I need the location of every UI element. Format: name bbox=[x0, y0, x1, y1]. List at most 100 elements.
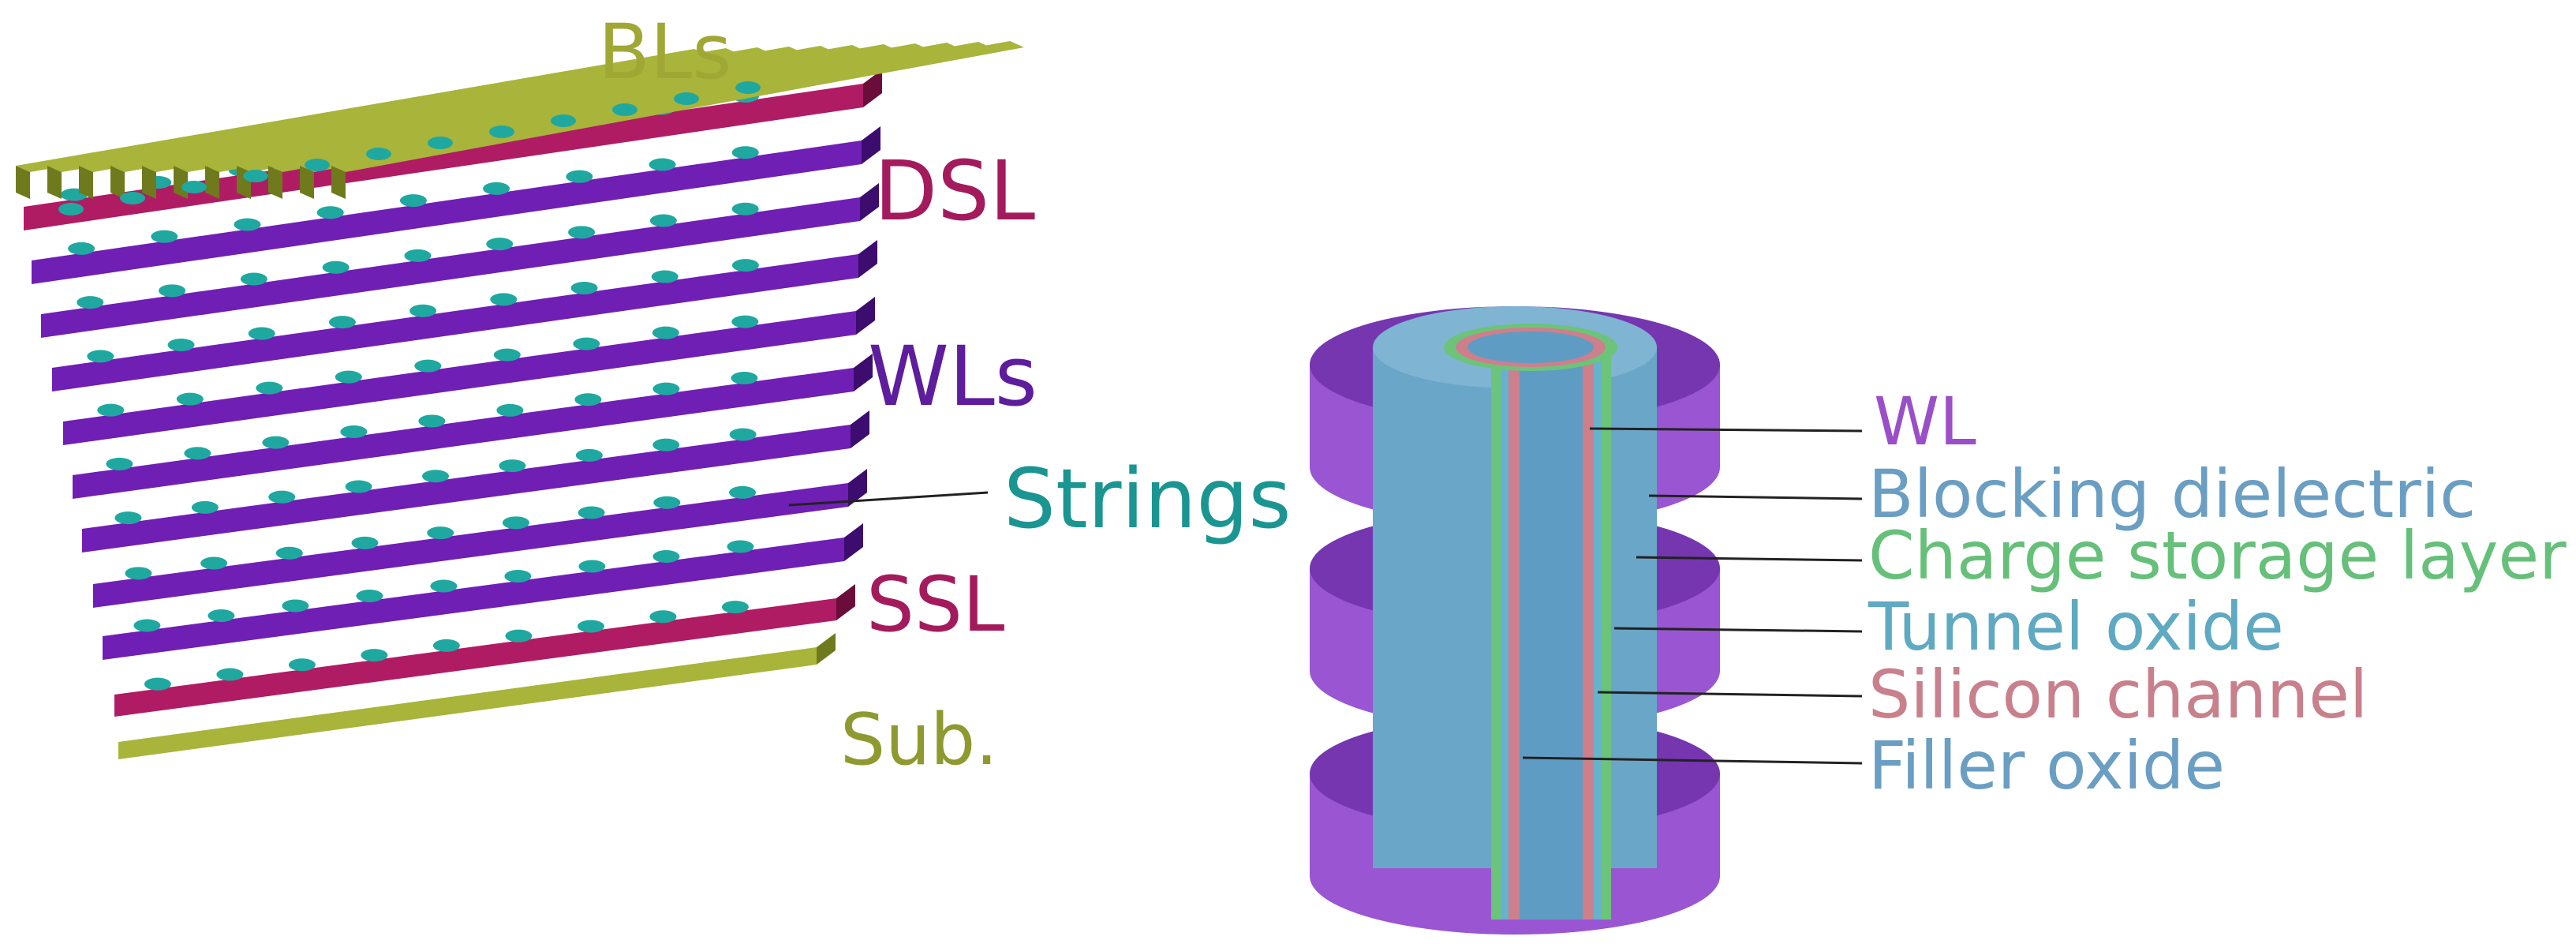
string-pillar bbox=[120, 192, 145, 204]
string-pillar bbox=[366, 148, 391, 160]
ssl-top-face bbox=[114, 598, 836, 717]
filler-strip bbox=[1520, 351, 1583, 920]
bitline-end-face bbox=[47, 166, 62, 199]
string-pillar bbox=[674, 92, 699, 105]
string-pillar bbox=[652, 326, 679, 339]
tunnel-strip bbox=[1501, 351, 1509, 920]
string-pillar bbox=[133, 619, 161, 632]
string-pillar bbox=[502, 516, 529, 530]
string-pillar bbox=[144, 677, 171, 691]
string-pillar bbox=[200, 556, 228, 570]
bitline-end-face bbox=[79, 166, 93, 199]
dsl-top-face bbox=[24, 84, 863, 230]
string-pillar bbox=[731, 372, 758, 385]
string-pillar bbox=[651, 270, 679, 283]
strings-label: Strings bbox=[1004, 451, 1292, 547]
string-pillar bbox=[356, 590, 383, 602]
wl-end-face bbox=[844, 523, 863, 561]
string-pillar bbox=[316, 206, 344, 219]
tunnel-strip bbox=[1594, 351, 1602, 920]
string-pillar bbox=[731, 259, 759, 272]
wl-top-face bbox=[103, 538, 844, 660]
string-pillar bbox=[181, 181, 207, 193]
wl-end-face bbox=[854, 354, 873, 391]
string-pillar bbox=[727, 540, 754, 553]
charge-storage-layer-label: Charge storage layer bbox=[1868, 517, 2567, 594]
ssl-label: SSL bbox=[866, 560, 1005, 649]
wl-top-face bbox=[63, 311, 856, 445]
wl-layer bbox=[52, 240, 877, 391]
dsl-label: DSL bbox=[874, 143, 1036, 239]
string-pillar bbox=[430, 579, 458, 593]
string-pillar bbox=[414, 359, 442, 373]
string-pillar bbox=[418, 414, 446, 428]
string-pillar bbox=[422, 470, 450, 483]
string-pillar bbox=[275, 546, 303, 560]
bitline-end-face bbox=[205, 166, 219, 199]
string-pillar bbox=[427, 526, 454, 540]
string-pillar bbox=[575, 448, 603, 462]
string-pillar bbox=[496, 403, 524, 417]
string-pillar bbox=[574, 393, 602, 406]
string-pillar bbox=[335, 370, 362, 384]
bitline-end-face bbox=[331, 166, 346, 199]
string-pillar bbox=[731, 146, 759, 159]
string-pillar bbox=[505, 629, 533, 642]
string-pillar bbox=[248, 327, 275, 340]
string-pillar bbox=[612, 103, 637, 116]
string-pillar bbox=[262, 436, 290, 449]
charge-strip bbox=[1491, 351, 1501, 920]
wl-layer bbox=[82, 410, 869, 553]
string-pillar bbox=[361, 649, 388, 662]
ssl-layer bbox=[114, 584, 855, 717]
string-pillar bbox=[652, 382, 680, 395]
string-pillar bbox=[97, 403, 125, 417]
blocking-dielectric-label: Blocking dielectric bbox=[1868, 455, 2477, 533]
string-pillar bbox=[282, 599, 309, 612]
string-pillar bbox=[404, 249, 432, 262]
string-pillar bbox=[58, 203, 84, 215]
ssl-end-face bbox=[836, 584, 855, 620]
leader-line bbox=[1636, 556, 1863, 562]
wl-top-face bbox=[93, 483, 848, 608]
string-pillar bbox=[125, 567, 152, 580]
wl-layer bbox=[32, 126, 880, 284]
leader-line bbox=[1597, 691, 1863, 698]
wl-end-face bbox=[856, 297, 875, 335]
wl-layer bbox=[41, 183, 879, 338]
bitline bbox=[237, 43, 929, 172]
string-pillar bbox=[649, 214, 677, 227]
string-pillar bbox=[77, 296, 104, 309]
string-pillar bbox=[432, 639, 460, 652]
string-pillar bbox=[234, 218, 261, 231]
wls-label: WLs bbox=[868, 328, 1038, 425]
string-pillar bbox=[240, 272, 267, 286]
string-pillar bbox=[486, 238, 514, 251]
wl-label: WL bbox=[1874, 383, 1976, 460]
wl-layer bbox=[63, 297, 875, 445]
wl-end-face bbox=[862, 126, 880, 164]
string-pillar bbox=[351, 536, 379, 549]
string-pillar bbox=[176, 392, 204, 406]
string-pillar bbox=[184, 447, 211, 460]
wl-top-face bbox=[41, 197, 860, 338]
string-pillar bbox=[490, 293, 518, 306]
wl-top-face bbox=[32, 140, 862, 284]
string-pillar bbox=[256, 381, 283, 395]
string-pillar bbox=[577, 620, 604, 633]
string-pillar bbox=[191, 500, 219, 514]
leader-line bbox=[1648, 494, 1863, 500]
string-pillar bbox=[551, 114, 576, 127]
string-pillar bbox=[731, 202, 759, 215]
strings-leader-line bbox=[788, 491, 989, 507]
bitline-end-face bbox=[110, 166, 125, 199]
wl-top-face bbox=[73, 368, 854, 499]
wl-end-face bbox=[858, 240, 877, 278]
string-pillar bbox=[151, 230, 178, 243]
leader-line bbox=[1589, 427, 1863, 433]
string-pillar bbox=[573, 337, 600, 350]
filler-oxide-label: Filler oxide bbox=[1868, 727, 2225, 804]
string-pillar bbox=[106, 457, 133, 470]
